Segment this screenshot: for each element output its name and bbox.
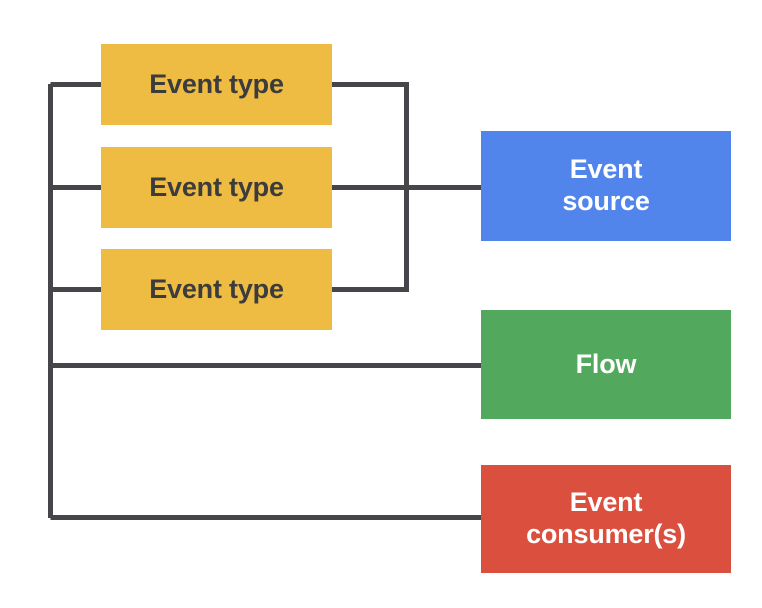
node-event-source-label: Event source xyxy=(562,154,650,216)
node-event-type-1[interactable]: Event type xyxy=(101,44,332,125)
node-event-type-2-label: Event type xyxy=(149,171,284,202)
node-event-type-1-label: Event type xyxy=(149,68,284,99)
node-event-consumers[interactable]: Event consumer(s) xyxy=(481,465,731,573)
node-flow-label: Flow xyxy=(575,348,637,379)
node-flow[interactable]: Flow xyxy=(481,310,731,419)
node-event-type-2[interactable]: Event type xyxy=(101,147,332,228)
node-event-source[interactable]: Event source xyxy=(481,131,731,241)
node-event-consumers-label: Event consumer(s) xyxy=(526,487,686,549)
node-event-type-3[interactable]: Event type xyxy=(101,249,332,330)
node-event-type-3-label: Event type xyxy=(149,273,284,304)
